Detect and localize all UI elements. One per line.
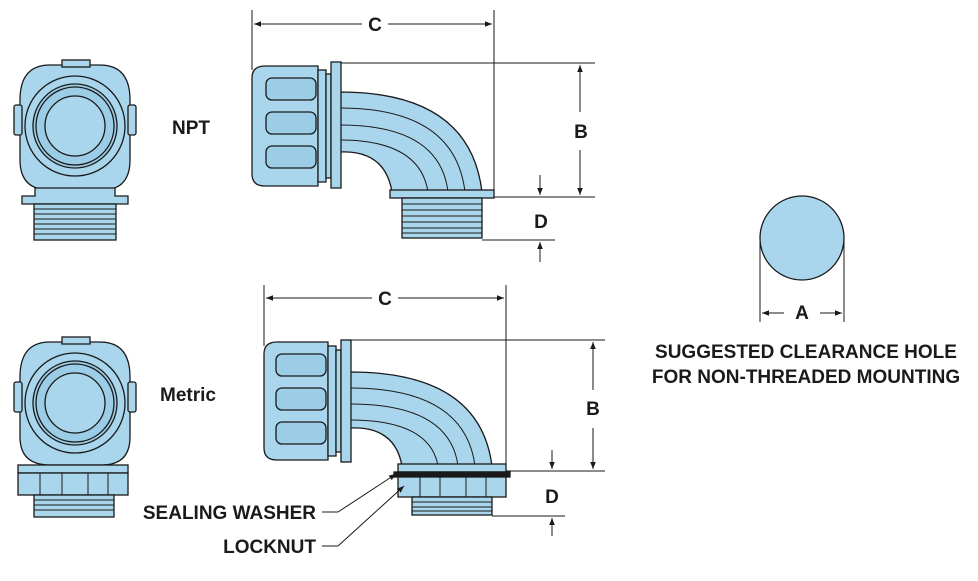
clearance-hole-circle (759, 195, 845, 281)
npt-dimension-d-label: D (534, 212, 548, 233)
npt-dimension-lines (251, 10, 595, 262)
locknut-label: LOCKNUT (223, 537, 316, 558)
clearance-note-line2: FOR NON-THREADED MOUNTING (652, 367, 960, 388)
sealing-washer-label: SEALING WASHER (143, 503, 316, 524)
leader-lines (322, 473, 405, 547)
metric-side-view (263, 339, 511, 516)
npt-dimension-b-label: B (574, 122, 588, 143)
npt-end-view (13, 59, 137, 241)
metric-label: Metric (160, 385, 216, 406)
metric-dimension-lines (263, 285, 605, 536)
metric-end-view (13, 336, 137, 518)
npt-dimension-c-label: C (368, 15, 382, 36)
metric-dimension-d-label: D (545, 487, 559, 508)
npt-side-view (251, 61, 495, 239)
clearance-hole-diagram (759, 195, 845, 322)
npt-label: NPT (172, 118, 210, 139)
clearance-dimension-a-label: A (795, 303, 809, 324)
metric-dimension-c-label: C (378, 289, 392, 310)
metric-dimension-b-label: B (586, 399, 600, 420)
clearance-note-line1: SUGGESTED CLEARANCE HOLE (655, 342, 957, 363)
